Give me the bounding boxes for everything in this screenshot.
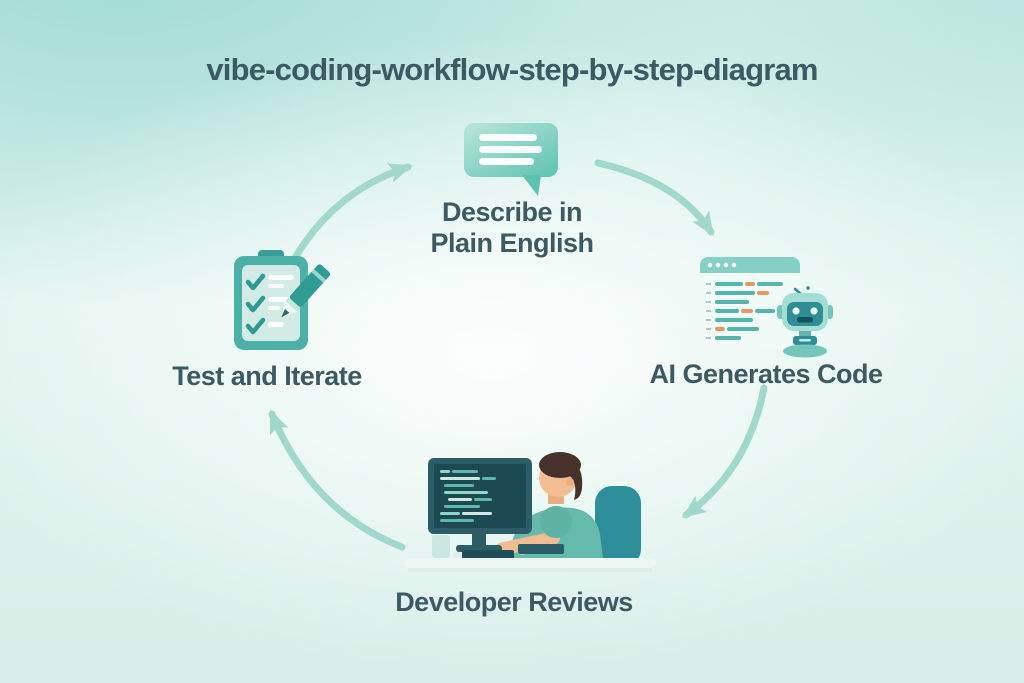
keyboard — [462, 550, 514, 559]
desk — [404, 558, 656, 568]
monitor — [428, 458, 532, 552]
step-label-test-iterate: Test and Iterate — [172, 361, 362, 391]
step-label-ai-generates: AI Generates Code — [649, 359, 883, 389]
page-title: vibe-coding-workflow-step-by-step-diagra… — [206, 52, 818, 87]
robot-with-code-window-icon — [697, 253, 839, 366]
arrow-ai-to-developer — [681, 384, 768, 519]
chair — [595, 486, 641, 566]
step-label-developer-reviews: Developer Reviews — [395, 587, 633, 617]
robot-body — [777, 286, 833, 358]
tablet — [518, 544, 564, 554]
arrow-describe-to-ai — [594, 159, 715, 237]
screen-code-lines — [440, 470, 496, 522]
code-lines — [706, 282, 783, 340]
mug — [432, 535, 450, 558]
developer-at-desk-illustration — [398, 440, 664, 595]
step-label-describe: Describe in Plain English — [430, 197, 594, 259]
speech-bubble-icon — [462, 121, 562, 206]
arrow-developer-to-test — [268, 409, 406, 551]
pencil — [281, 264, 331, 318]
clipboard-checklist-pencil-icon — [226, 250, 338, 361]
